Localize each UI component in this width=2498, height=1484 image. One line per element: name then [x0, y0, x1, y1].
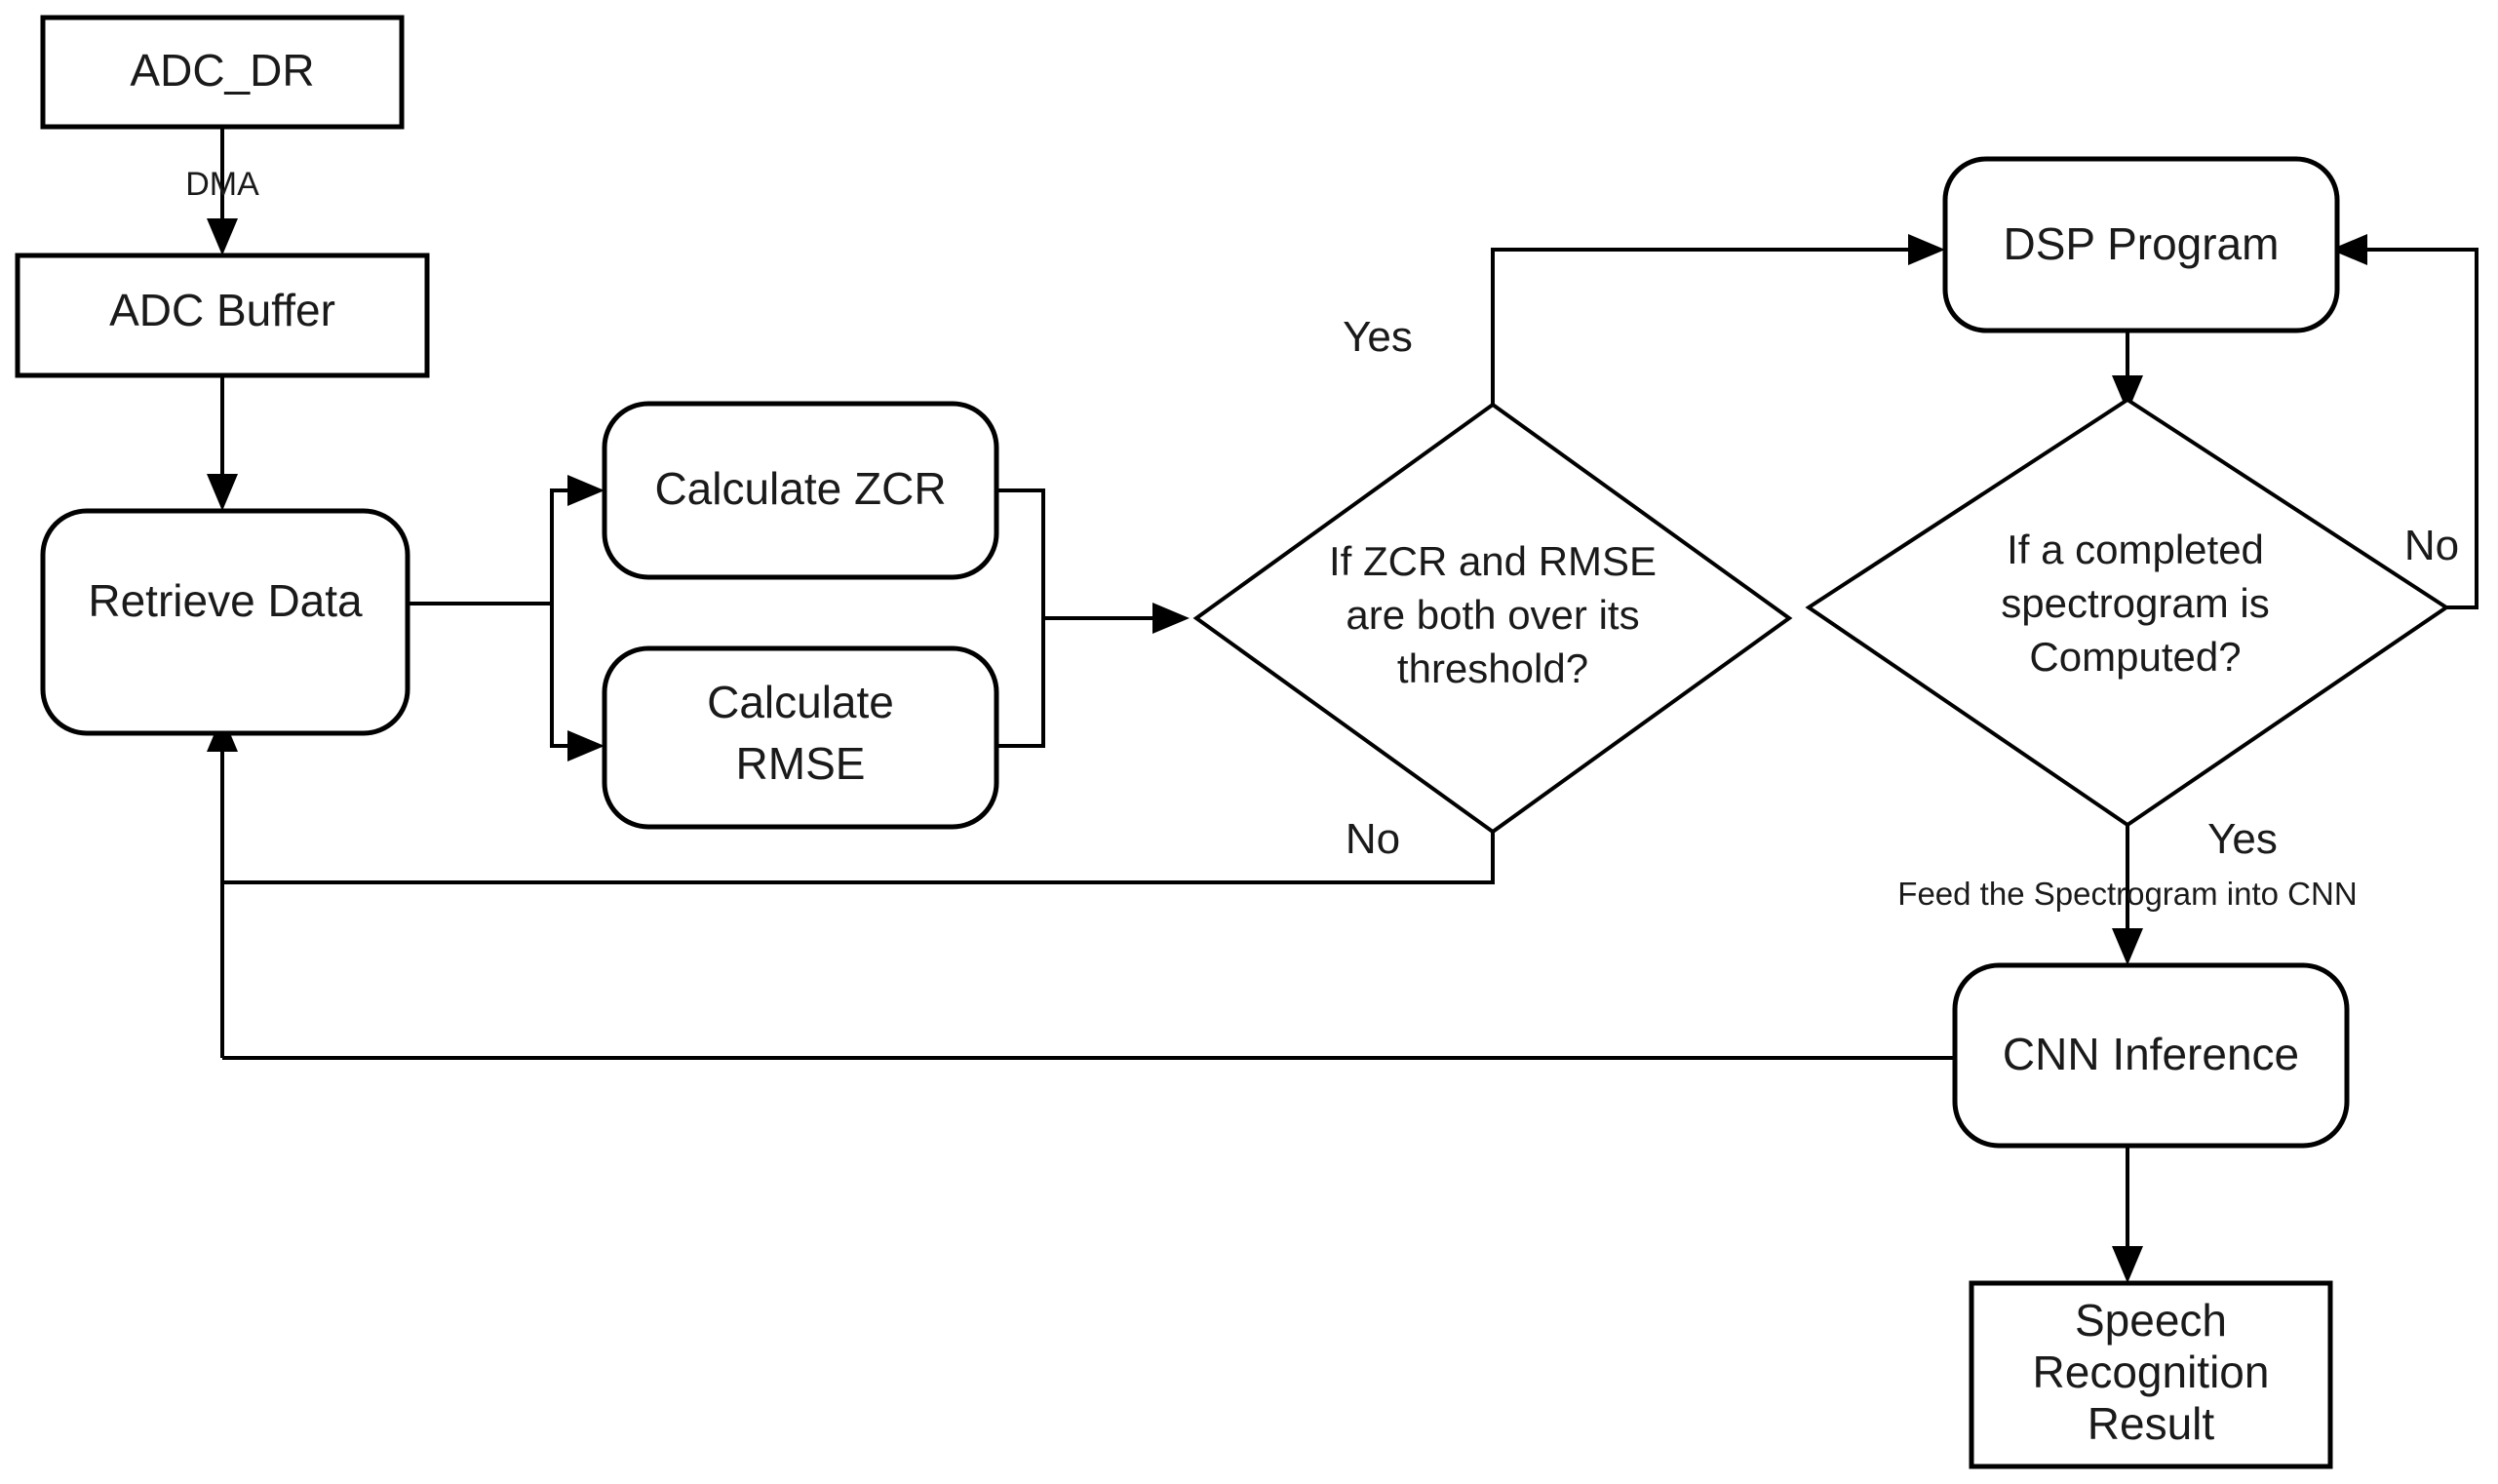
edge-cnn-to-speech-result — [2112, 1146, 2143, 1283]
node-adc-dr[interactable]: ADC_DR — [40, 15, 405, 130]
edge-retrieve-data-to-calculators — [408, 475, 605, 762]
edge-label-feed-cnn: Feed the Spectrogram into CNN — [1897, 876, 2357, 912]
speech-result-line3: Result — [2088, 1398, 2215, 1449]
decision-spectrogram-diamond[interactable] — [1805, 397, 2450, 828]
edge-adc-buffer-to-retrieve-data — [207, 375, 238, 511]
edge-label-spectrogram-yes: Yes — [2207, 815, 2278, 863]
dsp-program-box[interactable] — [1942, 156, 2340, 333]
decision-threshold-line2: are both over its — [1346, 592, 1639, 638]
edge-spectrogram-no-to-dsp — [2330, 234, 2478, 609]
edge-feedback-riser-to-retrieve-data — [207, 715, 238, 1058]
node-speech-result[interactable]: Speech Recognition Result — [1969, 1280, 2333, 1469]
calculate-rmse-label-line1: Calculate — [707, 677, 894, 727]
edge-calculators-to-decision-threshold — [996, 488, 1190, 748]
edge-spectrogram-yes-to-cnn — [2112, 822, 2143, 965]
edge-dsp-to-decision-spectrogram — [2112, 330, 2143, 412]
decision-threshold-line1: If ZCR and RMSE — [1329, 538, 1657, 584]
edge-threshold-no-to-retrieve-data — [222, 810, 1495, 884]
adc-buffer-box[interactable] — [15, 253, 430, 378]
calculate-rmse-box[interactable] — [602, 645, 999, 830]
edge-label-spectrogram-no: No — [2404, 522, 2459, 569]
calculate-zcr-label: Calculate ZCR — [654, 463, 946, 514]
adc-dr-label: ADC_DR — [130, 45, 314, 96]
adc-dr-box[interactable] — [40, 15, 405, 130]
node-calculate-zcr[interactable]: Calculate ZCR — [602, 401, 999, 580]
decision-spectrogram-line2: spectrogram is — [2001, 580, 2269, 626]
decision-threshold-diamond[interactable] — [1192, 402, 1793, 835]
edge-adc-dr-to-adc-buffer — [207, 127, 238, 255]
edge-label-dma: DMA — [185, 166, 259, 203]
edge-label-threshold-no: No — [1346, 815, 1400, 863]
retrieve-data-box[interactable] — [40, 508, 410, 736]
decision-spectrogram-line3: Computed? — [2029, 634, 2241, 680]
decision-spectrogram-line1: If a completed — [2007, 527, 2264, 572]
edge-threshold-yes-to-dsp — [1491, 234, 1945, 426]
calculate-zcr-box[interactable] — [602, 401, 999, 580]
cnn-inference-box[interactable] — [1952, 962, 2350, 1149]
speech-result-line1: Speech — [2075, 1295, 2227, 1346]
node-dsp-program[interactable]: DSP Program — [1942, 156, 2340, 333]
speech-result-line2: Recognition — [2033, 1347, 2270, 1397]
retrieve-data-label: Retrieve Data — [88, 575, 363, 626]
edge-label-threshold-yes: Yes — [1343, 313, 1413, 361]
node-adc-buffer[interactable]: ADC Buffer — [15, 253, 430, 378]
node-cnn-inference[interactable]: CNN Inference — [1952, 962, 2350, 1149]
cnn-inference-label: CNN Inference — [2003, 1029, 2299, 1079]
node-decision-threshold[interactable]: If ZCR and RMSE are both over its thresh… — [1192, 402, 1793, 835]
adc-buffer-label: ADC Buffer — [109, 285, 335, 335]
node-retrieve-data[interactable]: Retrieve Data — [40, 508, 410, 736]
decision-threshold-line3: threshold? — [1397, 645, 1588, 691]
node-decision-spectrogram[interactable]: If a completed spectrogram is Computed? — [1805, 397, 2450, 828]
speech-result-box[interactable] — [1969, 1280, 2333, 1469]
node-calculate-rmse[interactable]: Calculate RMSE — [602, 645, 999, 830]
dsp-program-label: DSP Program — [2004, 218, 2280, 269]
calculate-rmse-label-line2: RMSE — [736, 738, 866, 789]
